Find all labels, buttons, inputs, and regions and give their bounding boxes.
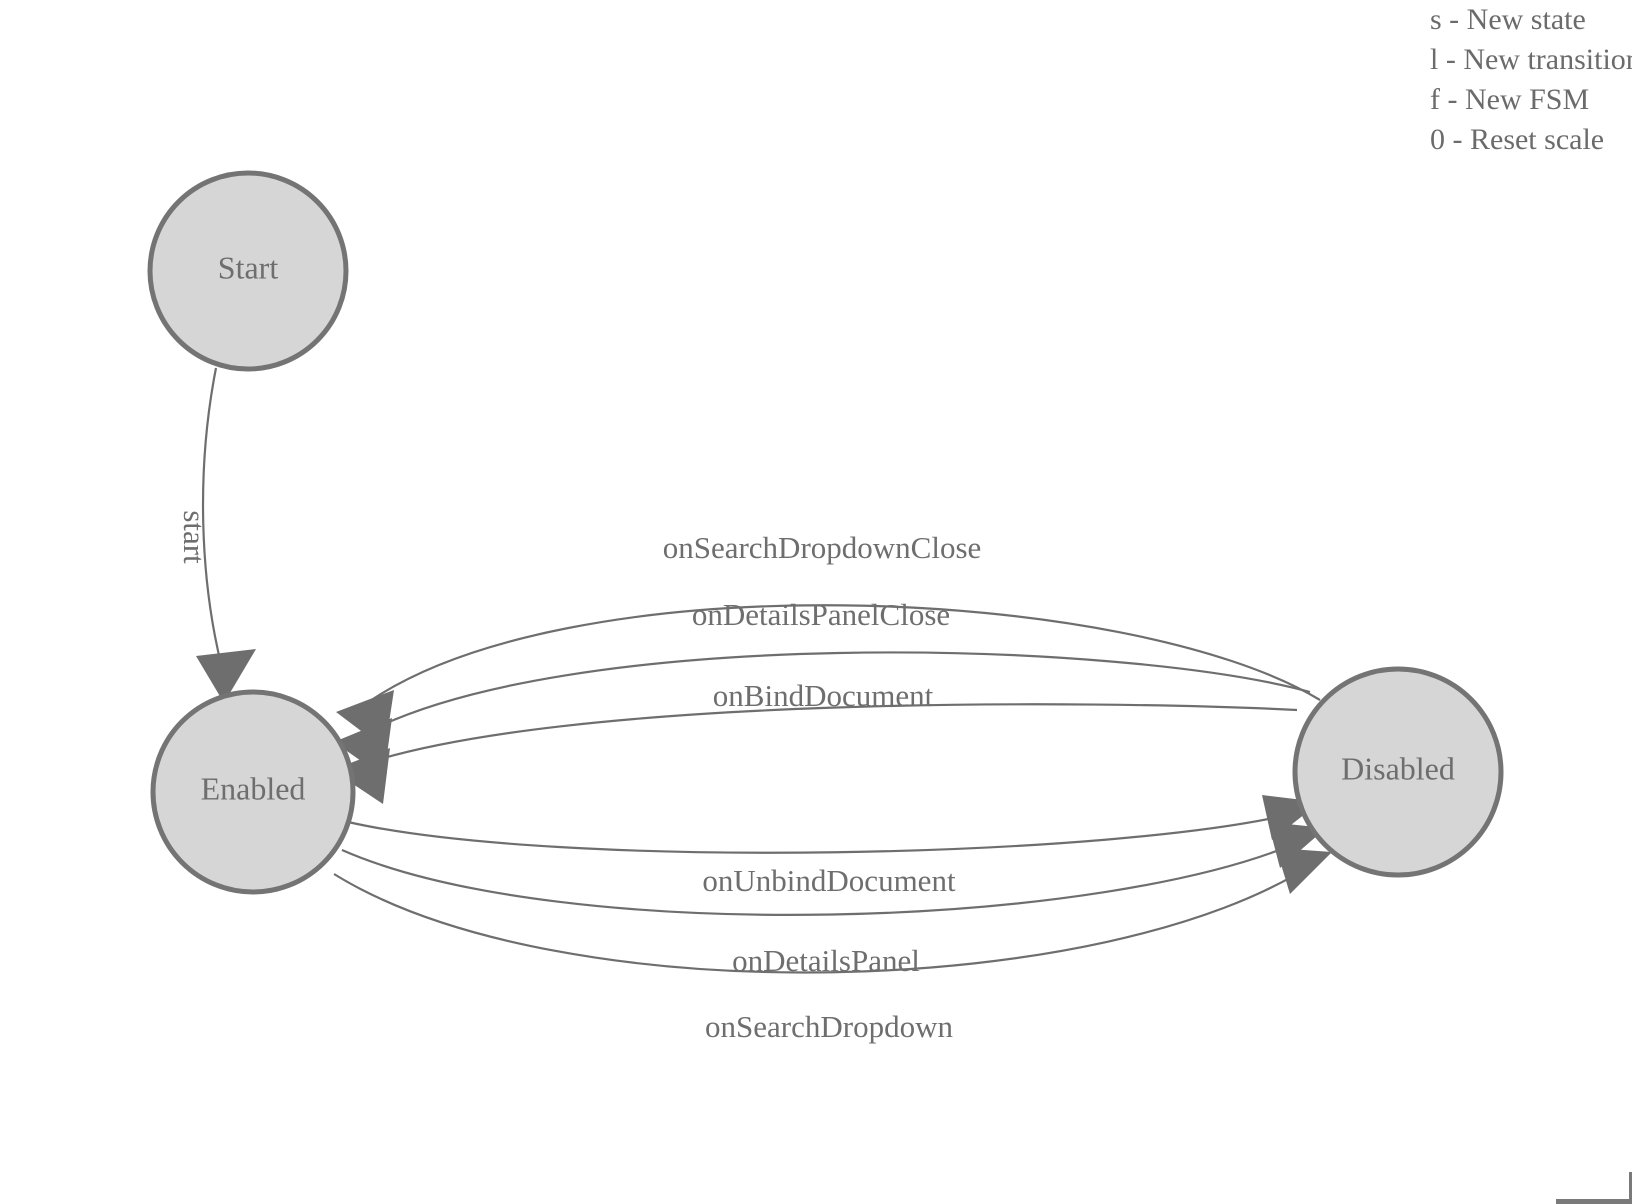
transition-label-onbinddocument: onBindDocument	[713, 678, 934, 713]
transition-ondetailspanelclose[interactable]	[334, 651, 1311, 777]
legend-item-reset-scale: 0 - Reset scale	[1430, 123, 1605, 156]
transition-onsearchdropdown-arrowhead	[1276, 848, 1332, 894]
transition-onbinddocument[interactable]	[332, 703, 1298, 804]
state-node-start-circle[interactable]	[147, 170, 349, 372]
transition-start-to-enabled-path	[201, 367, 224, 669]
legend-item-new-transition: l - New transition	[1430, 43, 1632, 76]
transition-label-onsearchdropdownclose: onSearchDropdownClose	[663, 530, 982, 565]
transition-label-ondetailspanelclose: onDetailsPanelClose	[692, 597, 950, 632]
state-node-disabled-circle[interactable]	[1292, 666, 1504, 878]
transition-onsearchdropdownclose-path	[359, 604, 1321, 709]
state-node-start[interactable]: Start	[147, 170, 349, 372]
state-node-disabled[interactable]: Disabled	[1292, 666, 1504, 878]
keyboard-shortcut-legend: s - New state l - New transition f - New…	[1430, 0, 1632, 160]
legend-item-new-state: s - New state	[1430, 3, 1586, 36]
transition-label-ondetailspanel: onDetailsPanel	[732, 943, 920, 978]
transition-onbinddocument-path	[354, 703, 1298, 769]
state-node-enabled-label: Enabled	[201, 770, 306, 806]
vertical-scrollbar-edge[interactable]	[1629, 1172, 1632, 1204]
transition-label-start: start	[177, 510, 212, 564]
state-node-enabled[interactable]: Enabled	[150, 689, 356, 895]
state-node-start-label: Start	[218, 249, 279, 285]
transition-start-to-enabled[interactable]	[196, 367, 256, 703]
transition-onunbinddocument-path	[347, 810, 1301, 854]
transition-onunbinddocument[interactable]	[347, 795, 1320, 854]
transition-onbinddocument-arrowhead	[332, 748, 390, 804]
horizontal-scrollbar-edge[interactable]	[1556, 1199, 1632, 1204]
state-node-enabled-circle[interactable]	[150, 689, 356, 895]
transition-label-onunbinddocument: onUnbindDocument	[702, 863, 956, 898]
transition-ondetailspanel-path	[341, 837, 1309, 916]
transition-onsearchdropdown-path	[333, 861, 1317, 974]
transition-start-to-enabled-arrowhead	[196, 649, 256, 703]
legend-item-new-fsm: f - New FSM	[1430, 83, 1590, 116]
transition-onsearchdropdown[interactable]	[333, 848, 1332, 974]
transition-label-onsearchdropdown: onSearchDropdown	[705, 1009, 953, 1044]
transition-ondetailspanelclose-path	[357, 651, 1311, 738]
state-node-disabled-label: Disabled	[1341, 750, 1455, 786]
